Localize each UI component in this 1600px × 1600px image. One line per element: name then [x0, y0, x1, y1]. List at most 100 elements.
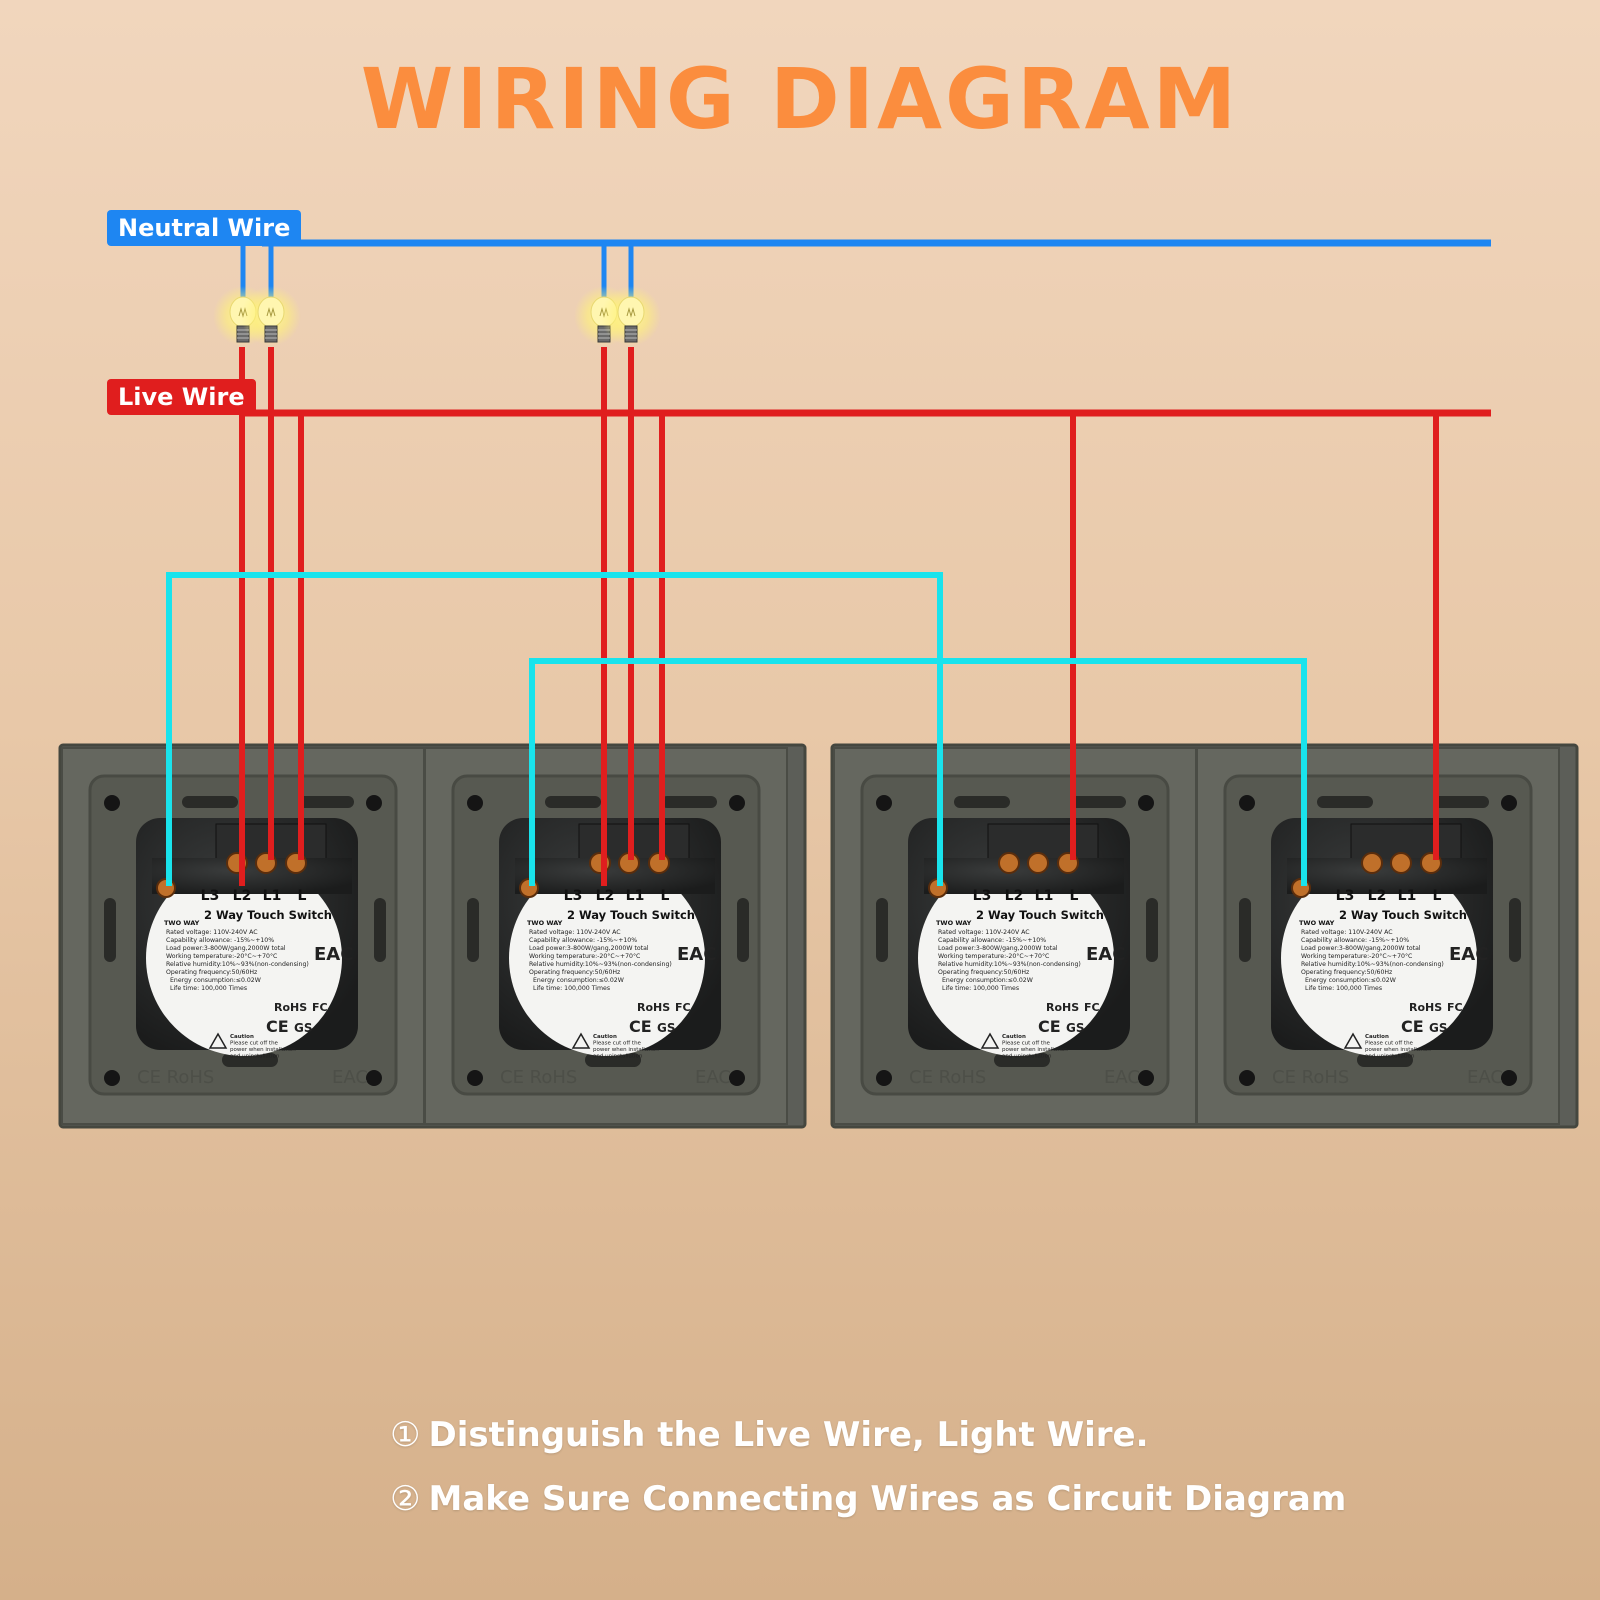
screw-hole [1239, 795, 1255, 811]
switch-mode: TWO WAY [164, 919, 200, 927]
module-top [1287, 858, 1487, 894]
screw-hole [1501, 795, 1517, 811]
switch-name: 2 Way Touch Switch [567, 908, 695, 922]
terminal-label-L3: L3 [1336, 888, 1355, 904]
terminal-label-L: L [1070, 888, 1079, 904]
switch-name: 2 Way Touch Switch [204, 908, 332, 922]
caution-line: Please cut off the [1002, 1041, 1051, 1047]
screw-hole [366, 795, 382, 811]
plate-mark-eac: EAC [332, 1067, 368, 1088]
label-disc [1281, 860, 1477, 1056]
plate-mark: CE RoHS [909, 1067, 986, 1088]
spec-line: Life time: 100,000 Times [942, 985, 1019, 992]
mounting-slot [954, 796, 1010, 808]
caution-line: Please cut off the [593, 1041, 642, 1047]
module-top [515, 858, 715, 894]
label-disc [918, 860, 1114, 1056]
mounting-slot [737, 898, 749, 962]
spec-line: Load power:3-800W/gang,2000W total [529, 945, 649, 952]
caution-line: Caution [593, 1034, 617, 1040]
caution-icon [1343, 1032, 1363, 1049]
label-disc [146, 860, 342, 1056]
mounting-slot [467, 898, 479, 962]
terminal-label-L1: L1 [1398, 888, 1417, 904]
spec-line: Operating frequency:50/60Hz [529, 969, 620, 976]
mounting-slot [585, 1053, 641, 1067]
screw-hole [1501, 1070, 1517, 1086]
screw-hole [467, 795, 483, 811]
light-bulbs [213, 286, 661, 346]
spec-line: Load power:3-800W/gang,2000W total [1301, 945, 1421, 952]
mounting-slot [374, 898, 386, 962]
plate-mark: CE RoHS [137, 1067, 214, 1088]
light-bulb-icon [241, 286, 301, 346]
label-disc [509, 860, 705, 1056]
terminal-screw-L1 [1390, 852, 1412, 874]
screw-hole [467, 1070, 483, 1086]
caution-line: power when installation [1365, 1047, 1431, 1053]
module-top [924, 858, 1124, 894]
mounting-slot [222, 1053, 278, 1067]
light-bulb-icon [601, 286, 661, 346]
rohs-mark: RoHS [637, 1001, 670, 1014]
caution-icon [571, 1032, 591, 1049]
page-title: WIRING DIAGRAM [360, 50, 1240, 148]
eac-mark: EAC [1086, 944, 1125, 965]
caution-line: power when installation [1002, 1047, 1068, 1053]
spec-line: Energy consumption:≤0.02W [533, 977, 624, 984]
spec-line: Capability allowance: -15%~+10% [529, 937, 637, 944]
mounting-slot [1239, 898, 1251, 962]
screw-hole [104, 795, 120, 811]
spec-line: Energy consumption:≤0.02W [170, 977, 261, 984]
mounting-slot [182, 796, 238, 808]
spec-line: Working temperature:-20°C~+70°C [1301, 952, 1412, 960]
screw-hole [1138, 1070, 1154, 1086]
caution-line: and uninstallation [1002, 1054, 1052, 1060]
screw-hole [876, 1070, 892, 1086]
bulb-glass [617, 296, 645, 328]
spec-line: Relative humidity:10%~93%(non-condensing… [938, 961, 1081, 968]
eac-mark: EAC [1449, 944, 1488, 965]
spec-line: Load power:3-800W/gang,2000W total [938, 945, 1058, 952]
screw-hole [366, 1070, 382, 1086]
caution-line: Caution [230, 1034, 254, 1040]
spec-line: Life time: 100,000 Times [533, 985, 610, 992]
terminal-screw-L1 [1027, 852, 1049, 874]
mounting-slot [661, 796, 717, 808]
spec-line: Operating frequency:50/60Hz [1301, 969, 1392, 976]
caution-line: and uninstallation [230, 1054, 280, 1060]
instruction-2-number: ② [390, 1479, 421, 1519]
spec-line: Energy consumption:≤0.02W [1305, 977, 1396, 984]
spec-line: Relative humidity:10%~93%(non-condensing… [1301, 961, 1444, 968]
eac-mark: EAC [677, 944, 716, 965]
live-wire-label: Live Wire [107, 379, 256, 415]
spec-line: Energy consumption:≤0.02W [942, 977, 1033, 984]
spec-line: Operating frequency:50/60Hz [166, 969, 257, 976]
fcc-mark: FC [312, 1001, 328, 1014]
instruction-1-text: Distinguish the Live Wire, Light Wire. [428, 1415, 1149, 1455]
switch-name: 2 Way Touch Switch [976, 908, 1104, 922]
terminal-label-L1: L1 [263, 888, 282, 904]
spec-line: Rated voltage: 110V-240V AC [166, 929, 258, 936]
rohs-mark: RoHS [274, 1001, 307, 1014]
screw-hole [104, 1070, 120, 1086]
spec-line: Rated voltage: 110V-240V AC [529, 929, 621, 936]
mounting-slot [1357, 1053, 1413, 1067]
terminal-label-L: L [661, 888, 670, 904]
spec-line: Load power:3-800W/gang,2000W total [166, 945, 286, 952]
terminal-label-L: L [1433, 888, 1442, 904]
caution-line: Please cut off the [1365, 1041, 1414, 1047]
instruction-1-number: ① [390, 1415, 421, 1455]
mounting-slot [1317, 796, 1373, 808]
neutral-wire-label: Neutral Wire [107, 210, 302, 246]
switch-name: 2 Way Touch Switch [1339, 908, 1467, 922]
caution-line: power when installation [230, 1047, 296, 1053]
plate-mark-eac: EAC [1467, 1067, 1503, 1088]
terminal-screw-L2 [1361, 852, 1383, 874]
spec-line: Working temperature:-20°C~+70°C [166, 952, 277, 960]
mounting-slot [298, 796, 354, 808]
caution-line: Caution [1365, 1034, 1389, 1040]
mounting-slot [1146, 898, 1158, 962]
